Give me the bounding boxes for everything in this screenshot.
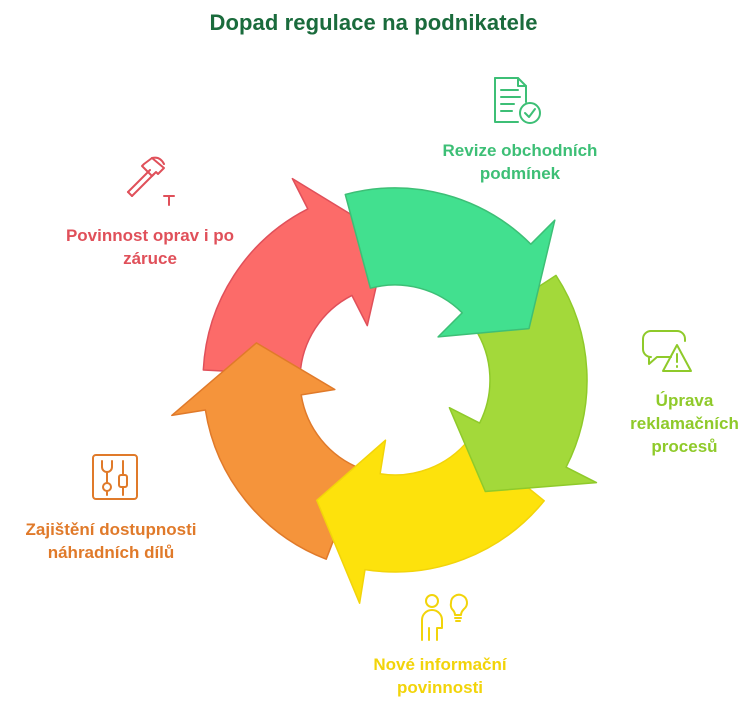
step-label-line: Zajištění dostupnosti [25, 520, 197, 539]
step-label-nahradni-dily: Zajištění dostupnosti náhradních dílů [6, 518, 216, 564]
hammer-nail-icon [127, 156, 175, 206]
arrow-opravy [202, 177, 389, 376]
step-label-line: náhradních dílů [47, 543, 175, 562]
step-label-line: Úprava [655, 391, 714, 410]
step-label-line: Povinnost oprav i po [65, 226, 235, 245]
step-label-line: povinnosti [397, 678, 483, 697]
person-lightbulb-icon [421, 593, 468, 641]
step-label-line: reklamačních [630, 414, 739, 433]
step-label-line: záruce [123, 249, 177, 268]
arrow-nahradni-dily [171, 342, 362, 560]
step-label-line: Revize obchodních [442, 141, 598, 160]
document-check-icon [494, 77, 541, 124]
diagram-title: Dopad regulace na podnikatele [209, 10, 538, 35]
step-label-informacni: Nové informační povinnosti [340, 653, 540, 699]
step-label-revize: Revize obchodních podmínek [420, 139, 620, 185]
step-label-line: podmínek [479, 164, 561, 183]
arrow-revize [344, 187, 556, 338]
step-label-uprava: Úprava reklamačních procesů [622, 389, 747, 458]
tools-panel-icon [92, 454, 138, 500]
chat-warning-icon [642, 330, 692, 372]
step-label-line: procesů [651, 437, 718, 456]
step-label-opravy: Povinnost oprav i po záruce [50, 224, 250, 270]
step-label-line: Nové informační [373, 655, 507, 674]
